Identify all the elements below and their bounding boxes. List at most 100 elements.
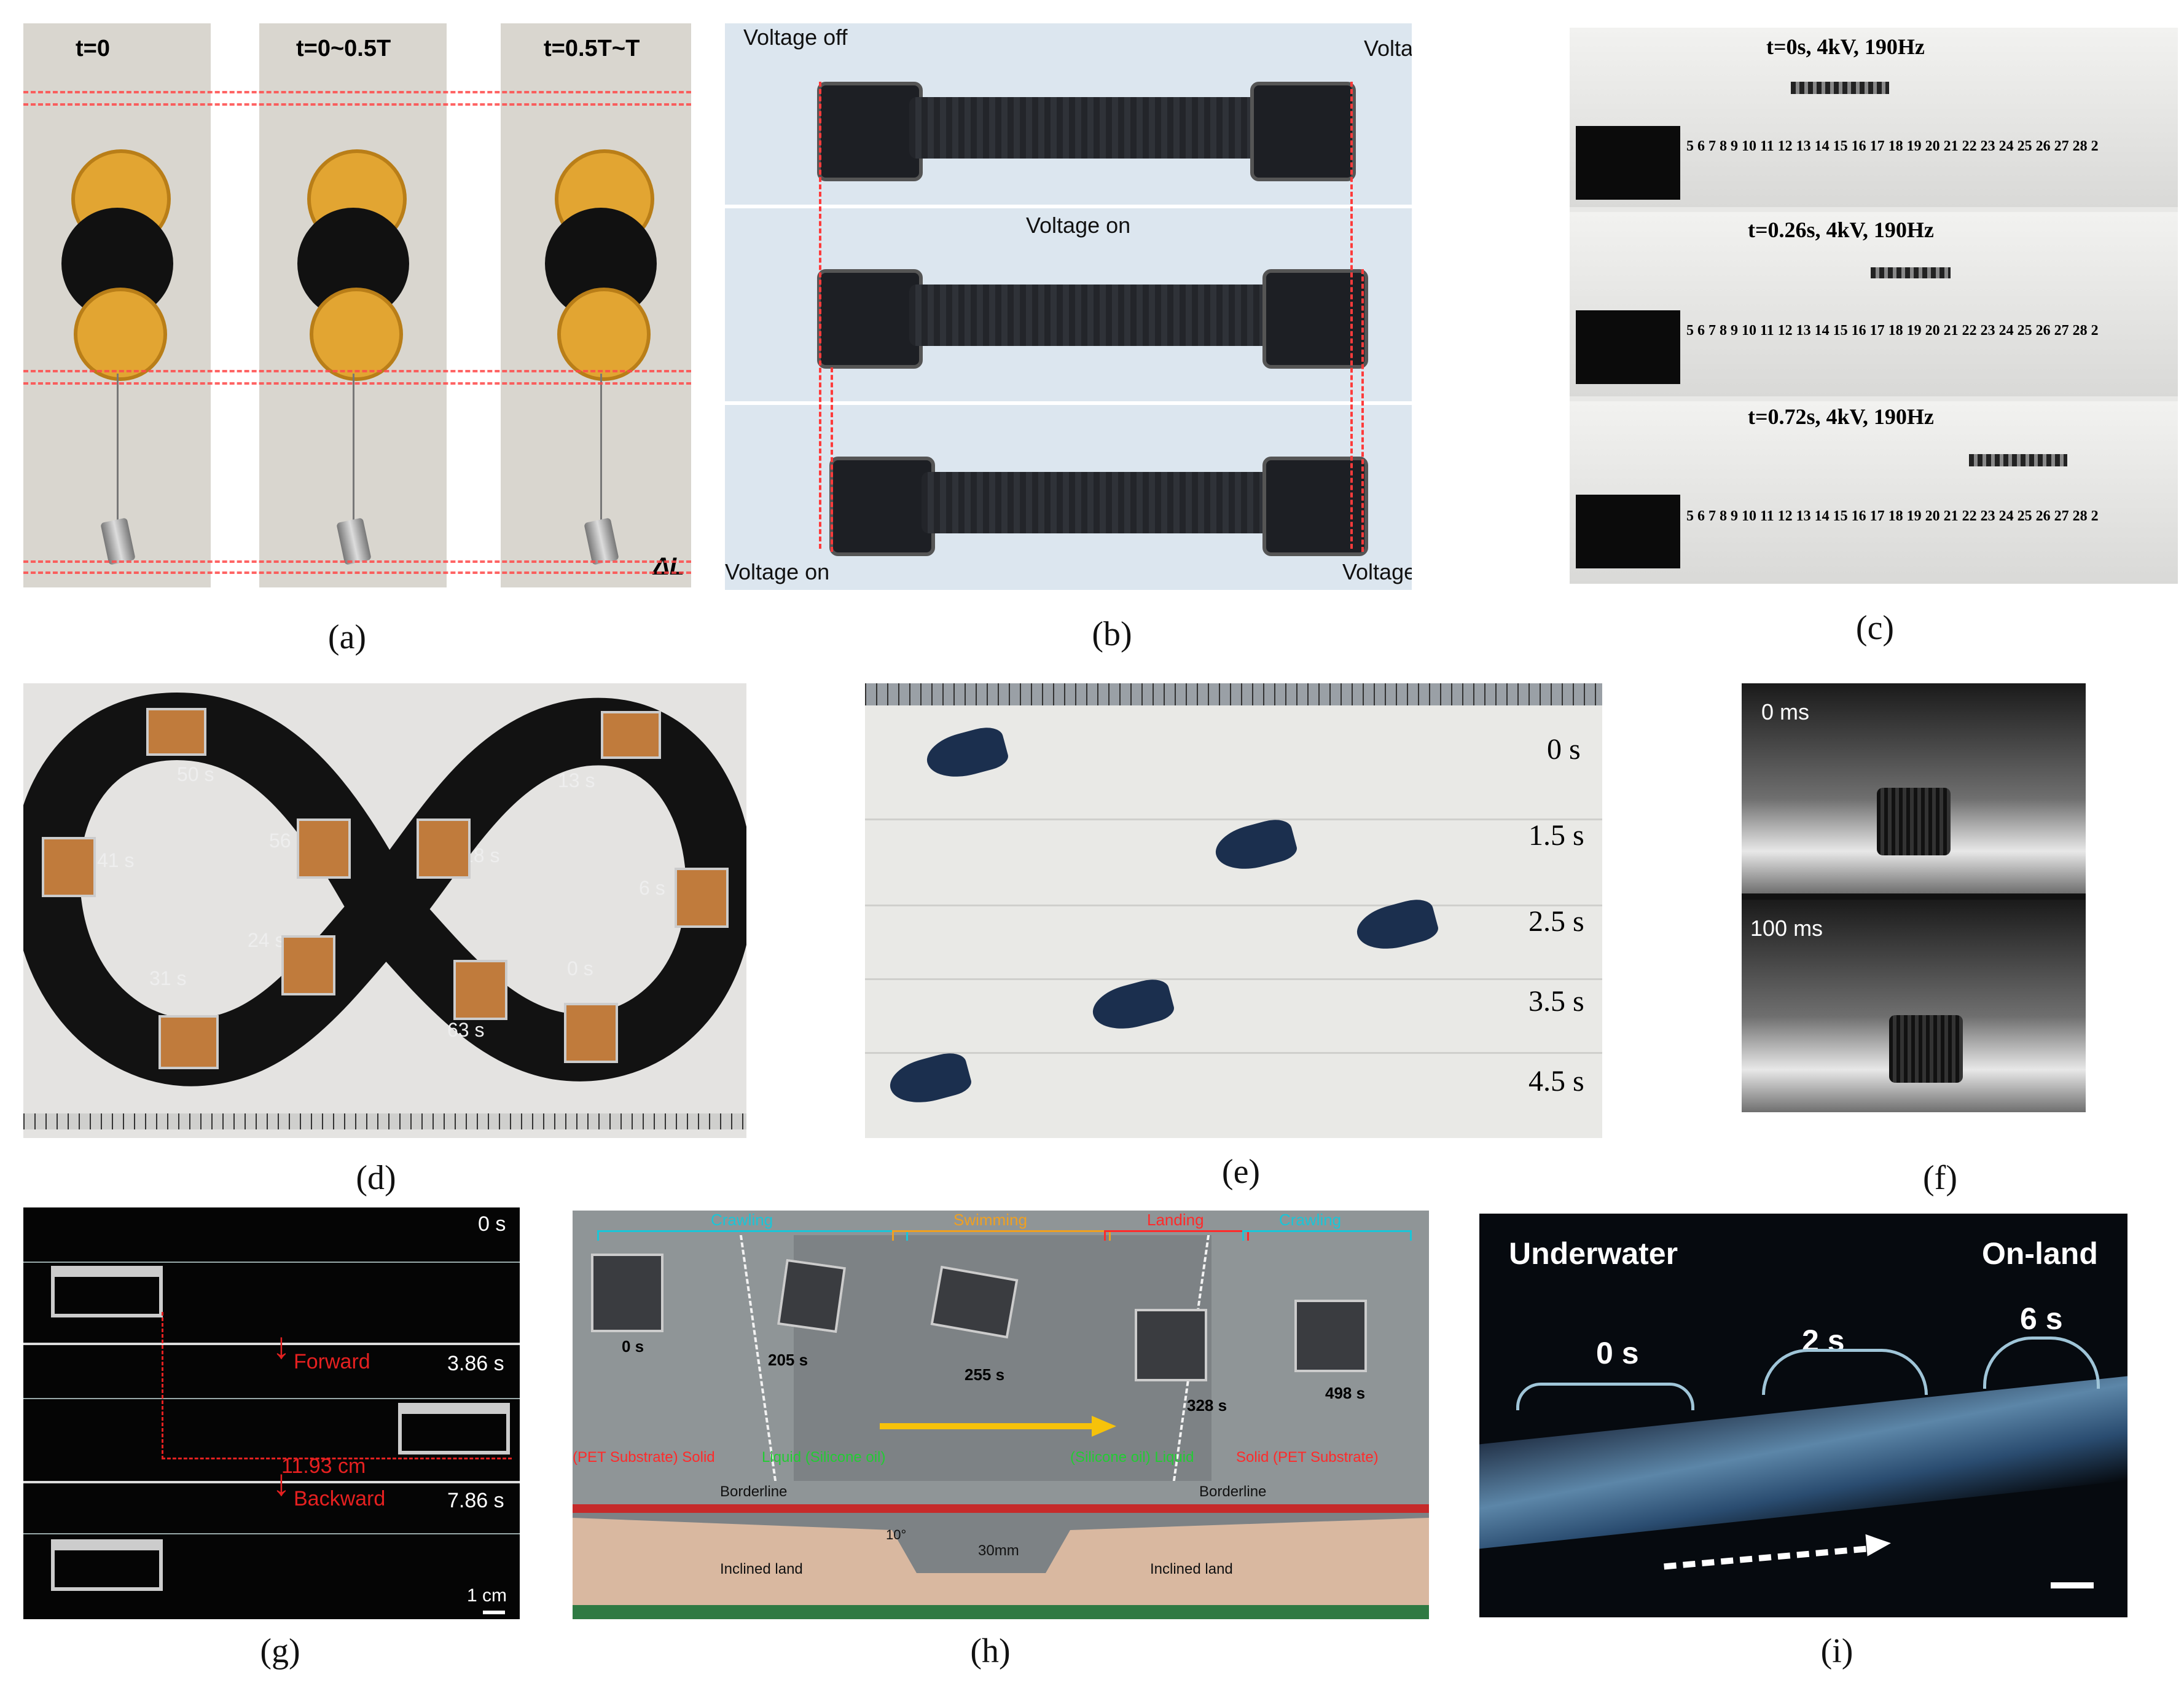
track-line [23,1398,520,1399]
caption-c: (c) [1855,609,1895,647]
phase-bracket [597,1230,908,1241]
panel-c: t=0s, 4kV, 190Hz t=0.26s, 4kV, 190Hz t=0… [1570,28,2178,584]
frame-label: t=0.72s, 4kV, 190Hz [1748,404,1934,429]
reference-line [23,560,691,563]
caption-g: (g) [260,1632,300,1670]
panel-f: 0 ms 100 ms [1742,683,2086,1112]
black-block [1576,310,1680,384]
distance-label: 11.93 cm [281,1454,366,1478]
panel-a-frame-label: t=0~0.5T [296,36,391,61]
robot-g [398,1403,510,1454]
forward-label: Forward [294,1350,370,1373]
ruler-labels: 5 6 7 8 9 10 11 12 13 14 15 16 17 18 19 … [1686,138,2099,154]
voltage-on-label: Voltage on [1364,36,1412,61]
ruler [23,1113,746,1129]
robot-h [1294,1300,1367,1372]
caption-e: (e) [1221,1153,1261,1191]
actuator-bottom-disk [557,288,651,381]
weight [336,517,372,565]
caption-d: (d) [356,1159,396,1197]
reference-line [23,103,691,106]
panel-a-frame-label: t=0.5T~T [544,36,640,61]
left-liquid-label: Liquid (Silicone oil) [762,1449,886,1466]
phase-label: Crawling [1279,1211,1342,1229]
robot-d [564,1003,618,1063]
reference-line [831,367,833,552]
reference-line [819,82,821,549]
angle-label: 10° [886,1527,907,1542]
backward-label: Backward [294,1487,386,1510]
time-label: 4.5 s [1528,1065,1584,1097]
time-label: 41 s [97,849,135,871]
basin-profile [573,1513,1429,1573]
reference-line [23,571,691,574]
time-label: 0 ms [1761,699,1810,724]
panel-b: Voltage off Voltage on Voltage on Voltag… [725,23,1412,590]
robot-d [453,960,507,1020]
time-label: 205 s [768,1351,808,1369]
direction-dashed-arrow [1664,1545,1866,1570]
voltage-on-label: Voltage on [1026,213,1131,238]
robot-d [281,935,335,995]
phase-bracket [892,1230,1111,1241]
underwater-label: Underwater [1509,1236,1678,1271]
track-line [23,1533,520,1534]
robot-c [1871,267,1951,278]
distance-line [162,1458,512,1459]
backward-arrow-icon: ↓ [272,1462,291,1503]
time-label: 0 s [567,957,593,979]
reference-line [1361,269,1364,552]
time-label: 0 s [1547,733,1581,766]
ruler [865,683,1602,705]
robot-d [297,818,351,879]
actuator-end-right [1250,82,1356,181]
actuator-end-left [817,82,923,181]
time-label: 13 s [558,769,595,791]
robot-f [1889,1015,1963,1083]
actuator-bottom-disk [74,288,167,381]
robot-i [1983,1337,2100,1389]
time-label: 50 s [177,763,214,785]
track-line [23,1262,520,1263]
scale-bar [2051,1582,2094,1588]
direction-arrow-head-icon [1865,1532,1892,1556]
time-label: 2.5 s [1528,905,1584,938]
robot-h [591,1254,663,1332]
panel-e: 0 s 1.5 s 2.5 s 3.5 s 4.5 s [865,683,1602,1138]
black-block [1576,495,1680,568]
robot-e [922,723,1011,785]
onland-label: On-land [1982,1236,2098,1271]
time-label: 3.5 s [1528,985,1584,1018]
panel-b-divider [725,401,1412,405]
panel-b-divider [725,205,1412,208]
reference-line [23,370,691,372]
phase-label: Landing [1147,1211,1204,1229]
robot-i [1516,1383,1694,1410]
panel-i: Underwater On-land 0 s 2 s 6 s [1479,1214,2127,1617]
caption-f: (f) [1923,1159,1957,1197]
voltage-on-label: Voltage on [725,559,830,584]
forward-arrow-icon: ↓ [272,1325,291,1366]
reference-line [1350,82,1353,549]
robot-e [885,1048,974,1111]
panel-e-strip [865,905,1602,906]
robot-h [1135,1309,1207,1381]
phase-bracket [1242,1230,1412,1241]
delta-l-label: ΔL [653,553,685,580]
red-ruler [573,1504,1429,1513]
time-label: 0 s [478,1212,506,1236]
figure-eight-track [23,692,746,1086]
caption-i: (i) [1820,1632,1853,1670]
robot-e [1211,815,1299,877]
robot-d [601,711,661,759]
inclined-land-label: Inclined land [720,1561,803,1577]
frame-divider [23,1481,520,1483]
distance-guide [162,1312,163,1459]
scale-bar [483,1611,505,1614]
left-solid-label: (PET Substrate) Solid [573,1449,715,1466]
panel-d: 50 s 13 s 41 s 56 s 18 s 6 s 24 s 31 s 0… [23,683,746,1138]
time-label: 31 s [149,967,187,989]
caption-b: (b) [1092,615,1132,653]
depth-label: 30mm [978,1542,1019,1559]
inclined-land-label: Inclined land [1150,1561,1233,1577]
